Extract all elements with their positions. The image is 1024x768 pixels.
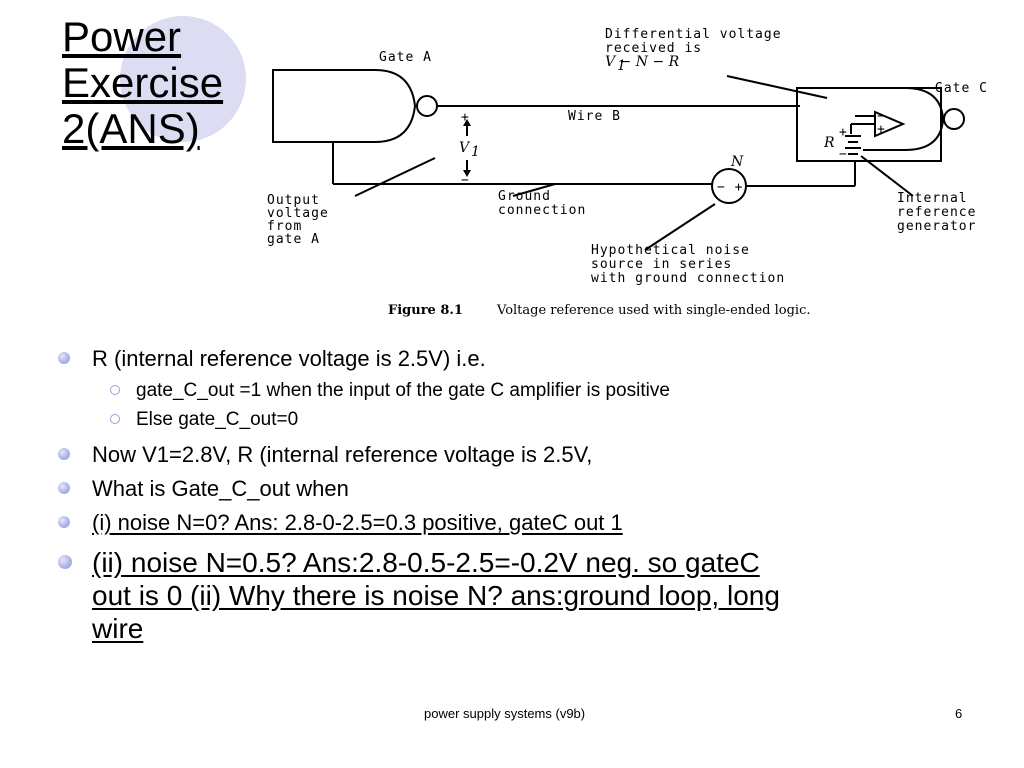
bullet-icon bbox=[58, 482, 70, 494]
label-differential-formula: V − N − R bbox=[605, 54, 680, 70]
circuit-figure: Gate A Gate C Wire B Differential voltag… bbox=[255, 18, 1015, 328]
label-output: from bbox=[267, 219, 302, 234]
bullet-text-line: (ii) noise N=0.5? Ans:2.8-0.5-2.5=-0.2V … bbox=[92, 547, 760, 578]
label-internal: reference bbox=[897, 205, 976, 220]
label-noise: source in series bbox=[591, 257, 732, 272]
bullet-text: gate_C_out =1 when the input of the gate… bbox=[136, 380, 670, 401]
label-output: Output bbox=[267, 193, 320, 208]
label-minus: − bbox=[877, 109, 886, 124]
label-output: gate A bbox=[267, 232, 320, 247]
label-noise: Hypothetical noise bbox=[591, 243, 750, 258]
label-ground: connection bbox=[498, 203, 586, 218]
label-plus: + bbox=[461, 110, 470, 125]
bullet-text: Else gate_C_out=0 bbox=[136, 409, 299, 430]
label-internal: Internal bbox=[897, 191, 968, 206]
bullet-text: What is Gate_C_out when bbox=[92, 476, 349, 501]
leader-line bbox=[644, 203, 716, 251]
leader-line bbox=[726, 75, 828, 99]
label-internal: generator bbox=[897, 219, 976, 234]
bullet-icon bbox=[58, 555, 72, 569]
page-number: 6 bbox=[955, 706, 963, 721]
gate-c-output-bubble bbox=[943, 108, 965, 130]
bullet-icon bbox=[58, 352, 70, 364]
label-output: voltage bbox=[267, 206, 329, 221]
label-r: R bbox=[823, 135, 835, 151]
gate-a-symbol bbox=[272, 69, 417, 143]
bullet-text: R (internal reference voltage is 2.5V) i… bbox=[92, 346, 486, 371]
label-gate-a: Gate A bbox=[379, 50, 432, 65]
bullet-icon bbox=[58, 448, 70, 460]
circuit-diagram: Gate A Gate C Wire B Differential voltag… bbox=[267, 27, 988, 318]
bullet-text-line: wire bbox=[92, 613, 144, 644]
label-differential: Differential voltage bbox=[605, 27, 782, 42]
title-line: Exercise bbox=[62, 59, 224, 106]
footer-text: power supply systems (v9b) bbox=[424, 706, 586, 721]
slide-title: Power Exercise 2(ANS) bbox=[62, 14, 223, 152]
label-plus: + bbox=[839, 125, 848, 140]
sub-bullet-icon bbox=[110, 414, 120, 424]
label-ground: Ground bbox=[498, 189, 551, 204]
label-n: N bbox=[730, 154, 744, 170]
title-line: Power bbox=[62, 13, 182, 60]
title-line: 2(ANS) bbox=[62, 105, 200, 152]
bullet-text: Now V1=2.8V, R (internal reference volta… bbox=[92, 442, 593, 467]
decorative-circle bbox=[120, 16, 246, 142]
label-subscript: 1 bbox=[471, 144, 480, 160]
leader-line bbox=[860, 155, 914, 197]
bullet-text-line: out is 0 (ii) Why there is noise N? ans:… bbox=[92, 580, 780, 611]
label-v1: V bbox=[459, 140, 471, 156]
bullet-text: (i) noise N=0? Ans: 2.8-0-2.5=0.3 positi… bbox=[92, 510, 623, 535]
label-wire-b: Wire B bbox=[568, 109, 621, 124]
label-subscript: 1 bbox=[617, 58, 626, 74]
sub-bullet-icon bbox=[110, 385, 120, 395]
gate-a-output-bubble bbox=[416, 95, 438, 117]
label-plus: + bbox=[877, 122, 886, 137]
label-noise: with ground connection bbox=[591, 271, 785, 286]
figure-caption-label: Figure 8.1 bbox=[388, 303, 463, 318]
label-minus: − bbox=[461, 173, 470, 188]
bullet-icon bbox=[58, 516, 70, 528]
label-differential: received is bbox=[605, 41, 702, 56]
leader-line bbox=[354, 157, 436, 197]
figure-caption-text: Voltage reference used with single-ended… bbox=[496, 303, 811, 318]
label-minus: − bbox=[839, 147, 848, 162]
leader-line bbox=[512, 183, 556, 197]
label-noise-polarity: − + bbox=[717, 180, 743, 195]
label-gate-c: Gate C bbox=[935, 81, 988, 96]
